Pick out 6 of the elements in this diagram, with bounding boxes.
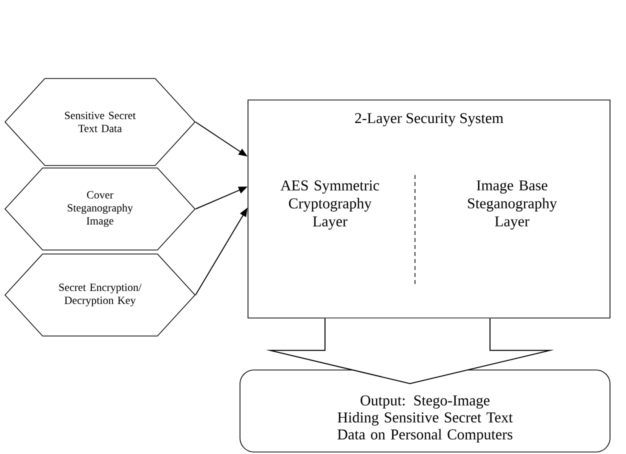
layer-label: AES Symmetric Cryptography Layer — [280, 180, 380, 230]
layer-label: Image Base Steganography Layer — [468, 180, 557, 230]
block-arrow — [266, 318, 554, 384]
hexagon-node: Cover Steganography Image — [4, 168, 196, 250]
hexagon-node: Sensitive Secret Text Data — [4, 78, 196, 166]
hexagon-node: Secret Encryption/ Decryption Key — [4, 254, 196, 336]
